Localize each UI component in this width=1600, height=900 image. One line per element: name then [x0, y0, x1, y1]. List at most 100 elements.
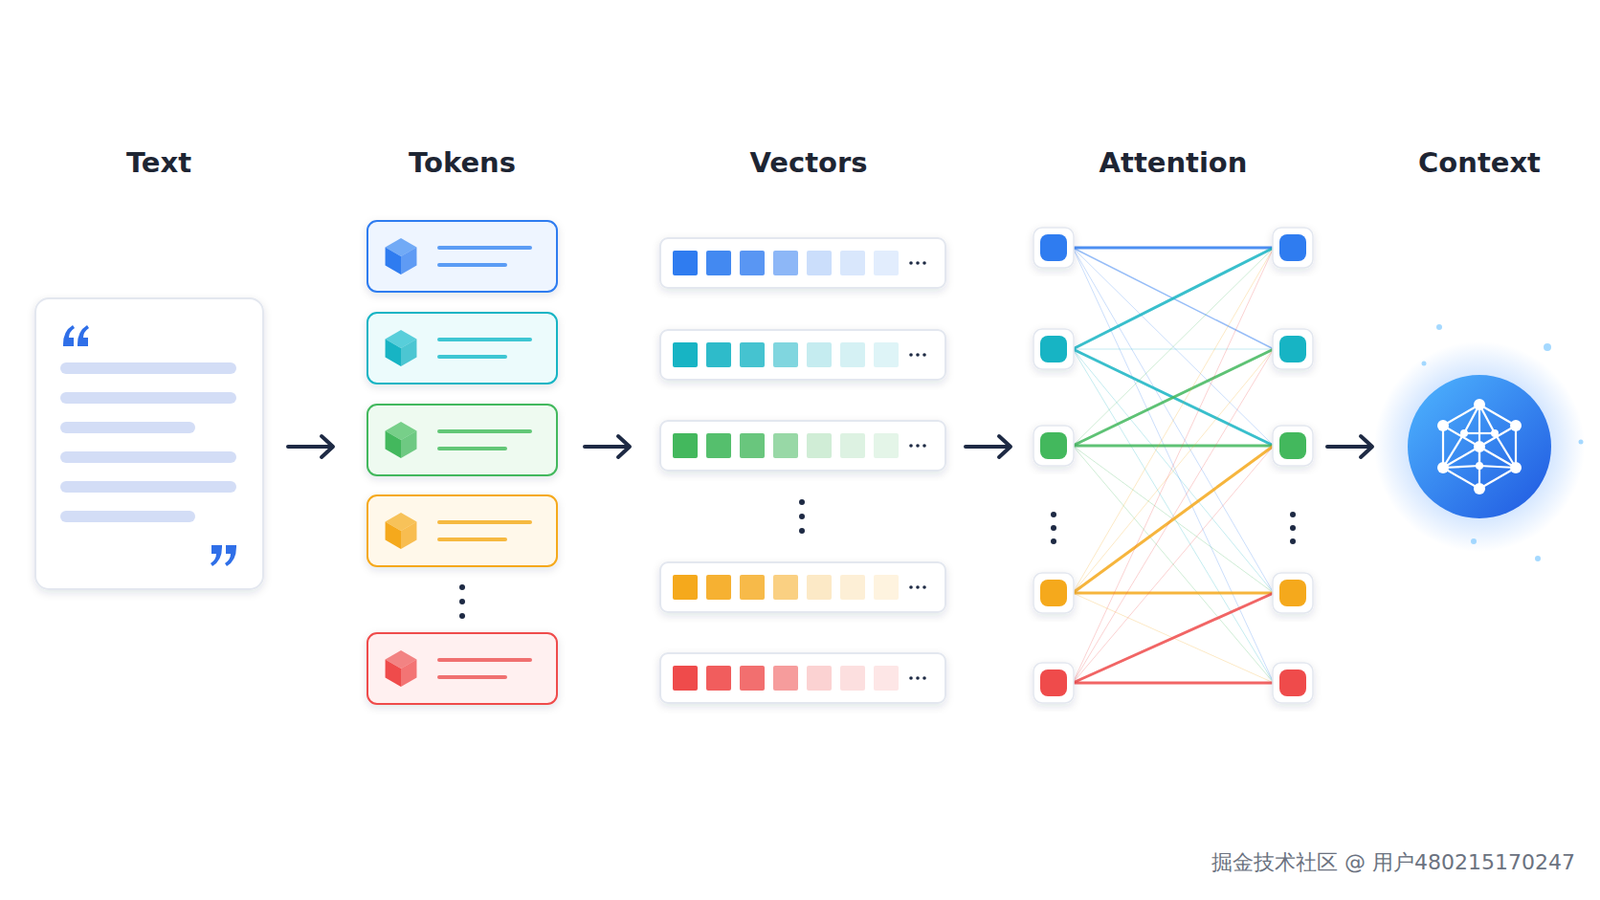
attention-line [1072, 349, 1274, 446]
token-line [439, 429, 531, 434]
cube-right [400, 660, 417, 689]
watermark: 掘金技术社区 @ 用户480215170247 [1211, 848, 1576, 878]
attention-dot [1279, 669, 1307, 697]
token-line [439, 263, 506, 267]
attention-line [1072, 592, 1274, 596]
column-heading: Vectors [749, 146, 867, 179]
vector-cell [806, 433, 832, 459]
token-box [367, 495, 557, 567]
attention-line [1072, 247, 1274, 350]
net-node [1460, 429, 1468, 438]
attention-line [1072, 444, 1274, 448]
vector-cell [739, 433, 765, 459]
vector-cell [873, 250, 899, 276]
vector-cell [672, 342, 698, 368]
vector-cell [773, 250, 799, 276]
vector-cell [739, 575, 765, 600]
vector-cell [806, 250, 832, 276]
ellipsis-dot [1050, 511, 1057, 518]
attention-node [1033, 227, 1074, 268]
vector-cell [840, 575, 866, 600]
ellipsis-dot [799, 528, 805, 534]
vector-cell [706, 666, 732, 691]
column-heading: Text [126, 146, 192, 179]
token-box [367, 404, 557, 476]
cube-left [385, 522, 401, 551]
token-box [367, 221, 557, 292]
attention-dot [1279, 234, 1307, 262]
cube-right [400, 339, 417, 368]
attention-line [1072, 247, 1274, 446]
attention-line [1072, 349, 1274, 446]
token-box [367, 312, 557, 384]
attention-line [1072, 247, 1274, 446]
token-line [439, 520, 531, 525]
attention-graph [1033, 227, 1313, 704]
vector-row [660, 238, 946, 289]
vector-cell [840, 342, 866, 368]
net-link [1443, 467, 1480, 489]
ellipsis-dot [459, 613, 466, 620]
attention-node [1272, 227, 1313, 268]
vector-cell [840, 433, 866, 459]
vector-cell [706, 250, 732, 276]
vector-cell [739, 250, 765, 276]
attention-dot [1279, 335, 1307, 363]
vector-column [660, 238, 946, 704]
vector-cell [706, 342, 732, 368]
vector-cell [739, 666, 765, 691]
vector-cell [773, 575, 799, 600]
column-heading: Tokens [408, 146, 516, 179]
token-column [367, 221, 557, 705]
net-node [1437, 462, 1449, 474]
attention-line [1072, 247, 1274, 684]
net-node [1510, 462, 1522, 474]
cube-left [385, 431, 401, 460]
attention-node [1033, 425, 1074, 467]
vector-row [660, 653, 946, 704]
token-line [439, 355, 506, 359]
attention-dot [1279, 579, 1307, 607]
column-heading: Context [1418, 146, 1541, 179]
attention-line [1072, 246, 1274, 250]
vector-cell [672, 250, 698, 276]
token-line [439, 537, 506, 542]
net-link [1443, 433, 1465, 468]
net-node [1437, 420, 1449, 432]
token-line [439, 245, 531, 250]
ellipsis-dot [922, 585, 927, 590]
vector-cell [873, 433, 899, 459]
ellipsis-dot [1289, 525, 1296, 532]
attention-node [1033, 573, 1074, 614]
net-node [1473, 483, 1486, 495]
attention-line [1072, 445, 1274, 684]
ellipsis-dot [909, 585, 913, 590]
attention-node [1272, 329, 1313, 370]
ellipsis-dot [459, 599, 466, 605]
ellipsis-dot [909, 353, 913, 357]
vector-cell [840, 250, 866, 276]
ellipsis-dot [922, 676, 927, 681]
attention-line [1072, 349, 1274, 594]
net-link [1479, 467, 1516, 489]
ellipsis-dot [915, 261, 920, 266]
ellipsis-dot [1050, 525, 1057, 532]
vector-cell [773, 433, 799, 459]
attention-line [1072, 593, 1274, 684]
net-link [1464, 432, 1495, 435]
net-link [1494, 433, 1516, 468]
attention-node [1033, 663, 1074, 704]
ellipsis-dot [799, 513, 805, 520]
vector-cell [873, 342, 899, 368]
net-link [1514, 425, 1517, 468]
cube-right [400, 431, 417, 460]
net-node [1510, 420, 1522, 432]
ellipsis-dot [922, 261, 927, 266]
vector-cell [739, 342, 765, 368]
net-node [1473, 441, 1486, 453]
vector-cell [806, 342, 832, 368]
token-line [439, 675, 506, 680]
document-card [35, 298, 264, 590]
net-link [1478, 404, 1481, 447]
